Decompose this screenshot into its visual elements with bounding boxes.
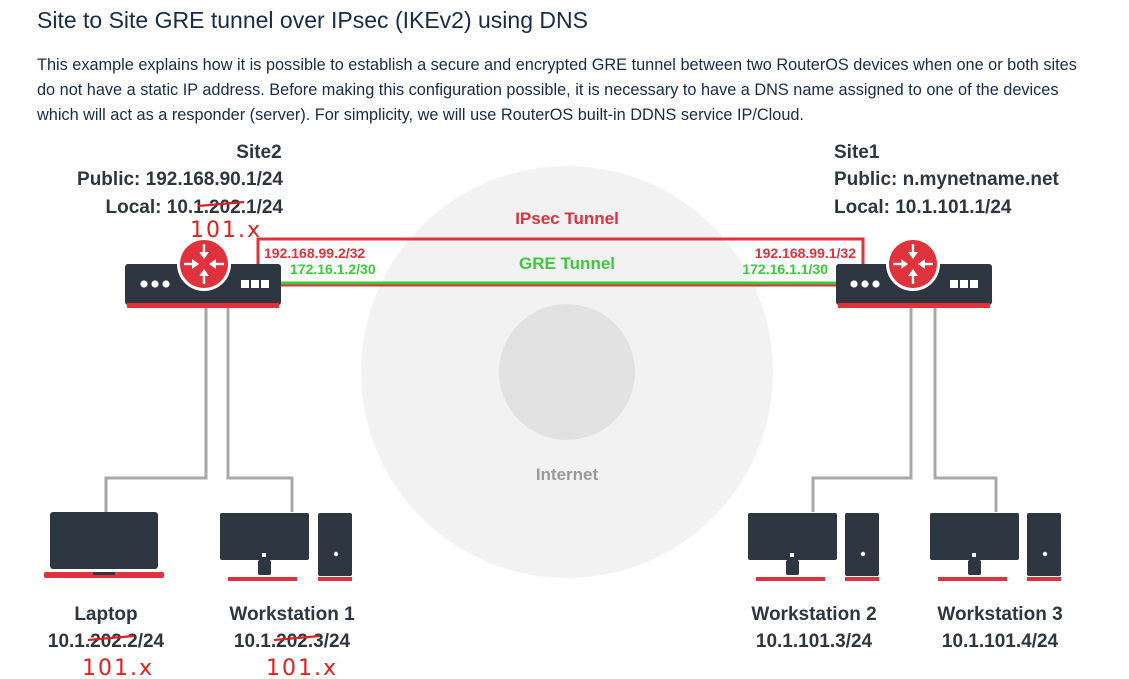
laptop-ip: 10.1.202.2/24: [48, 631, 165, 652]
internet-inner-circle: [499, 304, 635, 440]
page-title: Site to Site GRE tunnel over IPsec (IKEv…: [37, 7, 588, 33]
intro-paragraph: This example explains how it is possible…: [37, 56, 1077, 124]
workstation1-icon: [220, 513, 352, 581]
site1-gre-ip: 172.16.1.1/30: [742, 261, 828, 277]
workstation3-name: Workstation 3: [937, 604, 1062, 625]
workstation2-ip: 10.1.101.3/24: [756, 631, 873, 652]
site1-name: Site1: [834, 142, 880, 163]
site2-cables: [104, 300, 294, 512]
workstation3-ip: 10.1.101.4/24: [942, 631, 1059, 652]
laptop-icon: [44, 512, 164, 578]
workstation1-strikethrough: [273, 634, 321, 642]
laptop-name: Laptop: [74, 604, 137, 625]
site1-public: Public: n.mynetname.net: [834, 169, 1060, 190]
workstation2-icon: [748, 513, 879, 581]
site2-router: [125, 237, 281, 308]
site1-local: Local: 10.1.101.1/24: [834, 197, 1012, 218]
workstation2-name: Workstation 2: [751, 604, 876, 625]
router-arrows-icon: [893, 244, 933, 284]
site1-router: [836, 237, 992, 308]
workstation3-icon: [930, 513, 1061, 581]
site2-public: Public: 192.168.90.1/24: [77, 169, 283, 190]
site2-local: Local: 10.1.202.1/24: [106, 197, 284, 218]
ipsec-tunnel-label: IPsec Tunnel: [515, 209, 619, 228]
site2-handwritten-correction: 101.x: [190, 218, 262, 243]
site1-ipsec-ip: 192.168.99.1/32: [755, 245, 856, 261]
gre-tunnel-label: GRE Tunnel: [519, 254, 615, 273]
site2-strikethrough: [197, 200, 245, 208]
workstation1-name: Workstation 1: [229, 604, 355, 625]
workstation1-handwritten-correction: 101.x: [266, 656, 338, 679]
laptop-strikethrough: [87, 634, 135, 642]
router-arrows-icon: [184, 244, 224, 284]
workstation1-ip: 10.1.202.3/24: [234, 631, 351, 652]
site2-ipsec-ip: 192.168.99.2/32: [264, 245, 365, 261]
ipsec-tunnel-line: [256, 237, 865, 287]
site2-name: Site2: [236, 142, 281, 163]
internet-label: Internet: [536, 465, 599, 484]
site2-gre-ip: 172.16.1.2/30: [290, 261, 376, 277]
laptop-handwritten-correction: 101.x: [82, 656, 154, 679]
site1-cables: [811, 300, 998, 512]
